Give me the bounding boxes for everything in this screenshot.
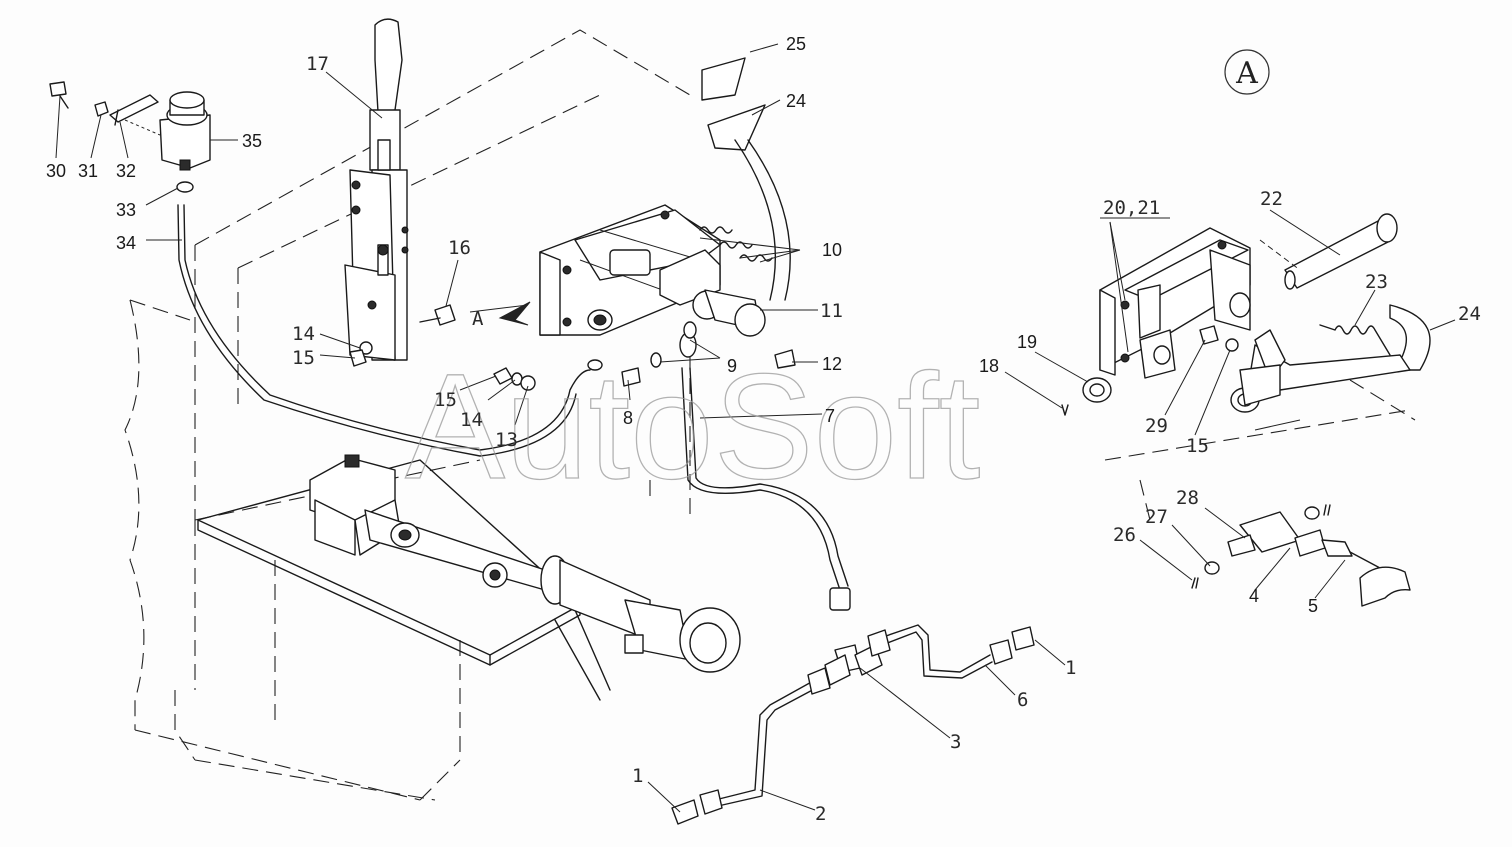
label-18: 18 (979, 356, 999, 376)
label-32: 32 (116, 161, 136, 181)
pedal-bracket-assembly (539, 204, 766, 337)
label-25: 25 (786, 34, 806, 54)
bolt-12 (774, 349, 796, 369)
watermark: AutoSoft (405, 342, 980, 510)
view-a-arrow-label: A (472, 308, 484, 330)
clutch-master-cylinder (309, 454, 741, 673)
label-27: 27 (1145, 506, 1168, 528)
view-a-arrow (469, 301, 531, 326)
label-30: 30 (46, 161, 66, 181)
label-15-mid: 15 (434, 389, 457, 411)
view-a-marker: A (1235, 56, 1258, 91)
label-6: 6 (1017, 689, 1028, 711)
label-22: 22 (1260, 188, 1283, 210)
cab-floor-outline (124, 29, 1416, 801)
label-16: 16 (448, 237, 471, 259)
pushrod-assembly (1191, 504, 1411, 607)
label-29: 29 (1145, 415, 1168, 437)
view-a-marker-circle (1224, 49, 1270, 95)
label-31: 31 (78, 161, 98, 181)
label-28: 28 (1176, 487, 1199, 509)
label-35: 35 (242, 131, 262, 151)
label-8: 8 (623, 408, 633, 428)
fluid-reservoir (49, 81, 211, 193)
label-26: 26 (1113, 524, 1136, 546)
bolt-29 (1199, 325, 1219, 345)
label-7: 7 (825, 406, 835, 426)
label-17: 17 (306, 53, 329, 75)
label-5: 5 (1308, 596, 1318, 616)
nut-15-right (1225, 338, 1239, 352)
reservoir-hose (183, 204, 591, 451)
pedal-arm-right (1230, 304, 1431, 413)
label-24-left: 24 (786, 91, 806, 111)
part-labels: 30 31 32 35 33 34 17 16 14 15 15 14 13 8… (46, 34, 1481, 825)
leader-lines (55, 43, 1456, 813)
label-10: 10 (822, 240, 842, 260)
pipe-fitting-7 (829, 587, 851, 611)
label-1-right: 1 (1065, 657, 1076, 679)
tee-and-pipes (671, 624, 1035, 825)
label-14-mid: 14 (460, 409, 483, 431)
pipe-7 (681, 367, 841, 591)
spring-23 (1319, 324, 1391, 356)
label-12: 12 (822, 354, 842, 374)
bolt-16 (419, 304, 456, 326)
clutch-pedal (701, 57, 791, 301)
label-15-left: 15 (292, 347, 315, 369)
label-13: 13 (495, 429, 518, 451)
label-14-left: 14 (292, 323, 315, 345)
washers-left (493, 367, 536, 391)
cotter-pin-18 (1061, 404, 1069, 416)
hand-lever-assembly (344, 18, 409, 361)
label-3: 3 (950, 731, 961, 753)
label-15-right: 15 (1186, 435, 1209, 457)
label-24-right: 24 (1458, 303, 1481, 325)
label-19: 19 (1017, 332, 1037, 352)
label-2: 2 (815, 803, 826, 825)
banjo-fitting (587, 321, 697, 387)
label-33: 33 (116, 200, 136, 220)
label-1-left: 1 (632, 765, 643, 787)
label-34: 34 (116, 233, 136, 253)
label-20-21: 20,21 (1103, 197, 1160, 219)
label-4: 4 (1249, 586, 1259, 606)
label-9: 9 (727, 356, 737, 376)
label-23: 23 (1365, 271, 1388, 293)
nut-washer-lever (349, 341, 373, 367)
view-a-bracket (1082, 227, 1251, 403)
label-11: 11 (820, 300, 843, 322)
